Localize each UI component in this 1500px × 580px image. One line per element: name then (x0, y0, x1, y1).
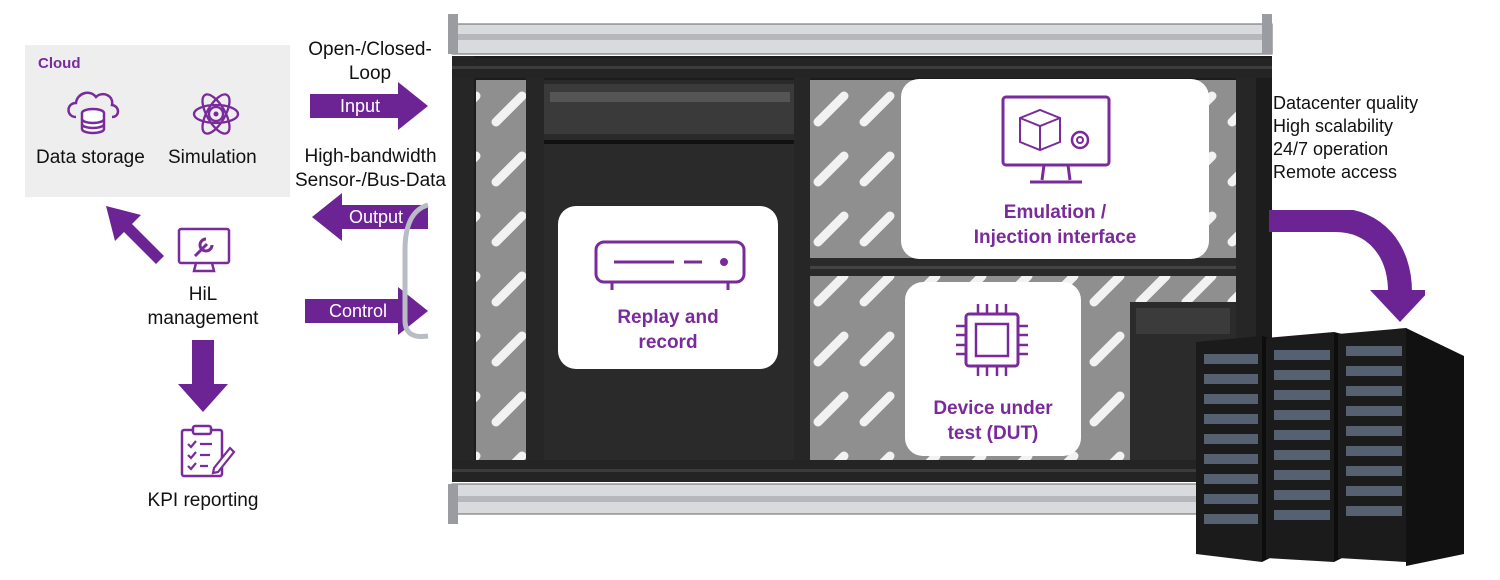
dut-card (905, 282, 1081, 456)
emulation-label: Emulation / Injection interface (901, 200, 1209, 250)
hil-management-line2: management (147, 308, 259, 329)
hil-management-line1: HiL (188, 284, 218, 305)
emulation-line2: Injection interface (973, 227, 1137, 248)
input-arrow-shape (310, 82, 428, 130)
feature-item: Datacenter quality (1273, 93, 1419, 113)
chip-icon (956, 304, 1028, 376)
datacenter-racks (1196, 328, 1464, 566)
dut-line2: test (DUT) (947, 423, 1039, 444)
output-caption: High-bandwidth Sensor-/Bus-Data (283, 145, 458, 193)
replay-record-card (558, 206, 778, 369)
features-list: Datacenter quality High scalability 24/7… (1273, 92, 1418, 184)
datacenter-arrow (1269, 210, 1425, 322)
simulation-label: Simulation (168, 147, 257, 168)
cloud-title: Cloud (38, 55, 81, 72)
kpi-reporting-label: KPI reporting (147, 490, 259, 511)
output-caption-line1: High-bandwidth (304, 146, 437, 167)
emulation-line1: Emulation / (1003, 202, 1107, 223)
output-arrow-shape (312, 193, 428, 241)
recorder-device-icon (594, 240, 746, 290)
feature-item: High scalability (1273, 116, 1394, 136)
replay-record-label: Replay and record (558, 305, 778, 355)
atom-gear-icon (192, 93, 240, 135)
monitor-cube-gear-icon (1001, 95, 1111, 184)
input-label: Input (339, 96, 381, 116)
emulation-card (901, 79, 1209, 259)
clipboard-checklist-icon (180, 424, 236, 478)
cloud-database-icon (67, 91, 120, 135)
cloud-upload-arrow (106, 206, 164, 264)
feature-item: Remote access (1273, 162, 1398, 182)
output-caption-line2: Sensor-/Bus-Data (294, 170, 446, 191)
kpi-down-arrow (178, 340, 228, 412)
replay-line1: Replay and (617, 307, 719, 328)
hil-management-label: HiL management (128, 283, 278, 331)
dut-label: Device under test (DUT) (905, 396, 1081, 446)
control-arrow-shape (305, 287, 428, 335)
control-label: Control (328, 301, 388, 321)
data-storage-label: Data storage (36, 147, 145, 168)
dut-line1: Device under (933, 398, 1053, 419)
input-caption-line2: Loop (348, 63, 392, 84)
replay-line2: record (638, 332, 698, 353)
cloud-panel (25, 45, 290, 197)
output-label: Output (348, 207, 404, 227)
signal-arrows (106, 82, 429, 412)
feature-item: 24/7 operation (1273, 139, 1389, 159)
input-caption: Open-/Closed- Loop (290, 38, 450, 86)
input-caption-line1: Open-/Closed- (308, 39, 432, 60)
monitor-wrench-icon (177, 227, 231, 273)
